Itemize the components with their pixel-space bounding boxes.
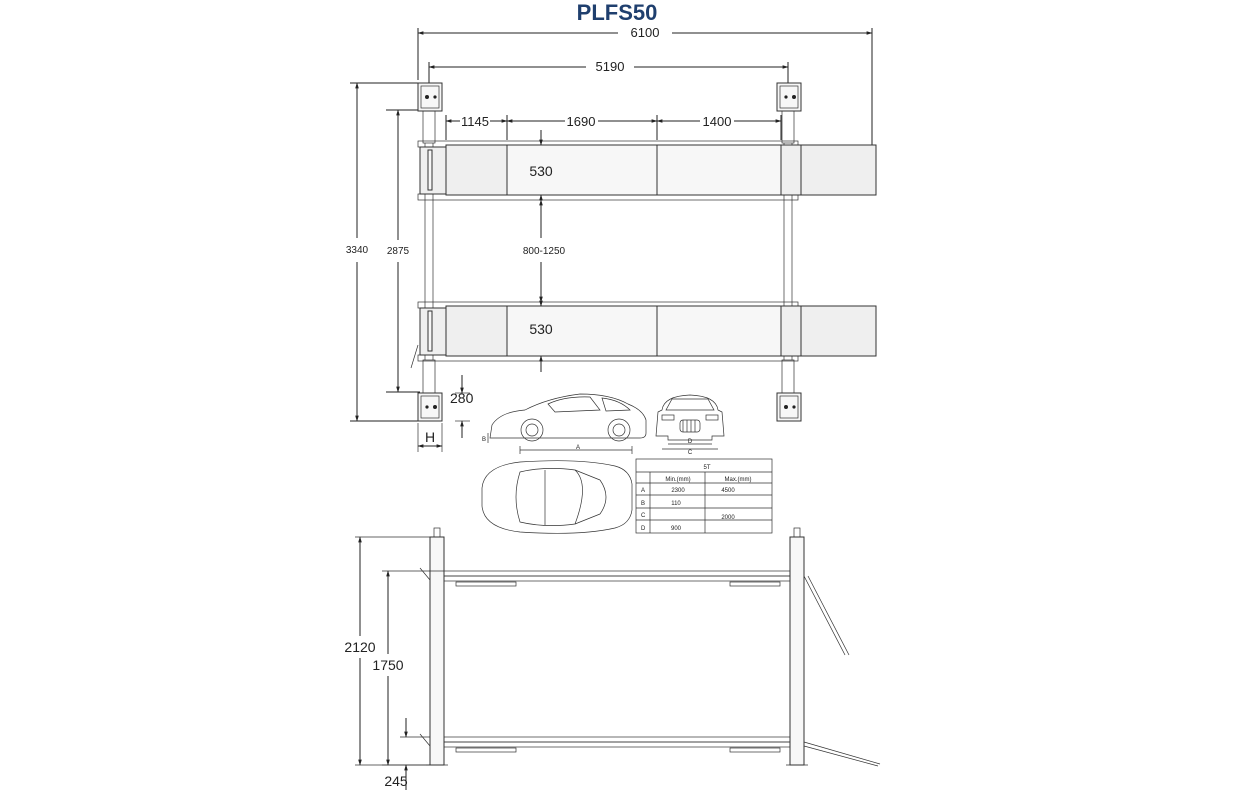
dim-245-label: 245	[384, 773, 408, 789]
dimension-min-height: 245	[384, 718, 430, 790]
dim-280-label: 280	[450, 390, 474, 406]
car-top-view	[481, 460, 633, 534]
dim-530-bottom-label: 530	[529, 321, 553, 337]
spec-table: 5T Min.(mm) Max.(mm) A 2300 4500 B 110 C…	[635, 458, 773, 534]
dim-2120-label: 2120	[344, 639, 375, 655]
car-label-c: C	[688, 450, 693, 456]
dim-1400-label: 1400	[703, 114, 732, 129]
table-header-min: Min.(mm)	[665, 477, 690, 483]
dimension-column-span: 5190	[428, 59, 789, 85]
post-bottom-left	[410, 344, 443, 422]
table-header-max: Max.(mm)	[725, 477, 752, 483]
platform-lowered	[419, 733, 881, 767]
dim-1145-label: 1145	[461, 114, 489, 129]
table-row-d-min: 900	[671, 526, 682, 532]
dimension-post-width: H	[417, 423, 443, 452]
table-row-b-key: B	[641, 501, 645, 507]
dimension-overall-height: 2120	[344, 536, 432, 766]
dimension-overall-width: 3340	[346, 82, 418, 422]
dim-3340-label: 3340	[346, 245, 369, 256]
car-side-view: A B	[482, 393, 647, 454]
dim-5190-label: 5190	[596, 59, 625, 74]
table-row-c-max: 2000	[721, 515, 735, 521]
dim-2875-label: 2875	[387, 246, 410, 257]
column-left	[426, 527, 448, 766]
table-row-a-key: A	[641, 488, 645, 494]
post-top-left	[417, 82, 443, 144]
car-label-d: D	[688, 439, 693, 445]
dimension-overall-length: 6100	[417, 25, 873, 145]
dimension-post-depth: 280	[450, 375, 474, 438]
dim-530-top-label: 530	[529, 163, 553, 179]
dimension-lift-height: 1750	[372, 570, 444, 766]
car-front-view: D C	[655, 394, 725, 456]
side-view: 2120 1750 245	[344, 527, 881, 790]
diagram-title: PLFS50	[576, 0, 658, 25]
post-top-right	[776, 82, 802, 144]
platform-raised	[419, 567, 850, 656]
table-row-a-max: 4500	[721, 488, 735, 494]
table-row-c-key: C	[641, 513, 646, 519]
car-label-a: A	[576, 445, 580, 451]
table-row-d-key: D	[641, 526, 646, 532]
table-row-b-min: 110	[671, 501, 681, 507]
table-capacity: 5T	[703, 465, 710, 471]
car-label-b: B	[482, 437, 486, 443]
top-view: 6100 5190 1145 1690 1400	[346, 25, 877, 452]
dim-1690-label: 1690	[567, 114, 596, 129]
dimension-ramp-segments: 1145 1690 1400	[445, 114, 782, 140]
dim-1750-label: 1750	[372, 657, 403, 673]
dim-800-1250-label: 800-1250	[523, 246, 566, 257]
table-row-a-min: 2300	[671, 488, 685, 494]
dimension-runway-gap: 800-1250	[523, 199, 566, 303]
dimension-column-width: 2875	[386, 109, 420, 393]
runway-top: 530	[417, 130, 877, 210]
column-right	[786, 527, 808, 766]
runway-bottom: 530	[417, 290, 877, 372]
post-bottom-right	[776, 359, 802, 422]
dim-6100-label: 6100	[631, 25, 660, 40]
dim-h-label: H	[425, 429, 435, 445]
